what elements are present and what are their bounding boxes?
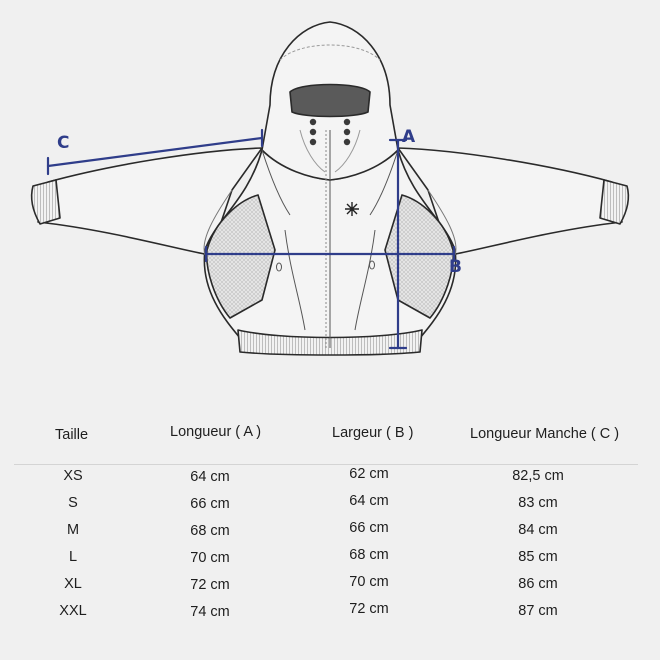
width-cell: 72 cm	[349, 601, 389, 617]
table-row: S 66 cm 64 cm 83 cm	[0, 493, 660, 522]
width-cell: 64 cm	[349, 493, 389, 509]
jacket-flat-sketch	[30, 21, 630, 356]
size-cell: L	[68, 549, 78, 565]
sleeve-length-cell: 86 cm	[518, 576, 558, 592]
length-cell: 64 cm	[190, 469, 230, 485]
label-a: A	[402, 127, 416, 147]
length-cell: 66 cm	[190, 496, 230, 512]
length-cell: 70 cm	[190, 550, 230, 566]
size-cell: M	[66, 522, 80, 538]
label-c: C	[57, 133, 70, 153]
length-cell: 72 cm	[190, 577, 230, 593]
left-cuff	[30, 179, 61, 225]
size-cell: XL	[64, 576, 82, 592]
header-divider	[14, 464, 638, 465]
header-width: Largeur ( B )	[332, 425, 414, 441]
table-row: M 68 cm 66 cm 84 cm	[0, 520, 660, 549]
size-cell: XS	[63, 468, 83, 484]
right-cuff	[599, 179, 630, 225]
sleeve-length-cell: 85 cm	[518, 549, 558, 565]
hood-opening	[289, 83, 371, 118]
sleeve-length-cell: 87 cm	[518, 603, 558, 619]
sleeve-length-cell: 84 cm	[518, 522, 558, 538]
sleeve-length-cell: 83 cm	[518, 495, 558, 511]
table-row: XL 72 cm 70 cm 86 cm	[0, 574, 660, 603]
sleeve-length-cell: 82,5 cm	[512, 468, 564, 484]
table-row: L 70 cm 68 cm 85 cm	[0, 547, 660, 576]
table-row: XXL 74 cm 72 cm 87 cm	[0, 601, 660, 630]
label-b: B	[449, 257, 462, 277]
length-cell: 74 cm	[190, 604, 230, 620]
length-cell: 68 cm	[190, 523, 230, 539]
header-sleeve-length: Longueur Manche ( C )	[470, 426, 620, 442]
width-cell: 62 cm	[349, 466, 389, 482]
measure-line-c	[46, 136, 264, 168]
header-size: Taille	[55, 427, 89, 443]
width-cell: 68 cm	[349, 547, 389, 563]
size-cell: S	[68, 495, 78, 511]
size-cell: XXL	[59, 603, 87, 619]
width-cell: 70 cm	[349, 574, 389, 590]
width-cell: 66 cm	[349, 520, 389, 536]
header-length: Longueur ( A )	[170, 424, 262, 440]
table-row: XS 64 cm 62 cm 82,5 cm	[0, 466, 660, 495]
chest-emblem	[345, 202, 359, 216]
